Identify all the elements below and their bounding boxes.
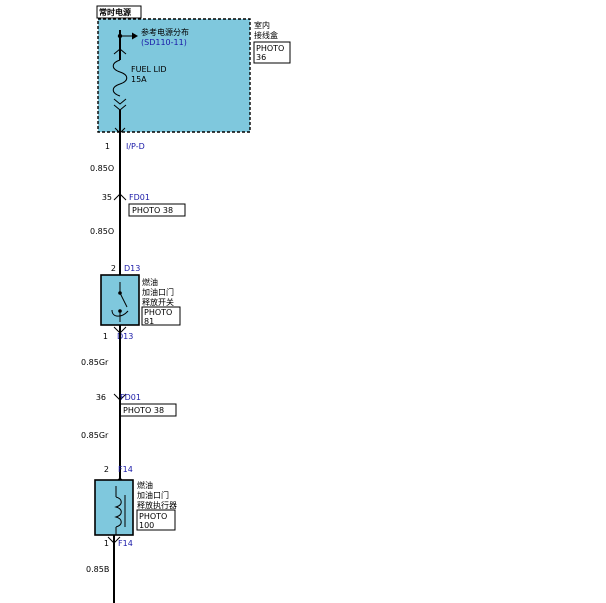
fuse-element-icon <box>112 59 128 97</box>
fuse: FUEL LID 15A <box>112 48 167 111</box>
reference-text: 参考电源分布 <box>141 27 189 37</box>
switch-bottom-connector: D13 <box>117 332 133 341</box>
reference-arrow[interactable]: 参考电源分布 (SD110-11) <box>117 27 189 47</box>
actuator-name-line1: 燃油 <box>137 480 153 490</box>
actuator-top-pin: 2 <box>104 465 109 474</box>
junction-box-name-line2: 接线盒 <box>254 30 278 40</box>
inline-connector-1-pin: 35 <box>102 193 112 202</box>
actuator-photo-label: PHOTO <box>139 512 167 521</box>
wire-spec-5: 0.85B <box>86 565 109 574</box>
junction-box-photo-label: PHOTO <box>256 44 284 53</box>
inline-connector-2-pin: 36 <box>96 393 106 402</box>
inline-connector-2-photo: PHOTO 38 <box>123 406 164 415</box>
junction-box: 室内 接线盒 PHOTO 36 参考电源分布 (SD110-11) FUEL L… <box>97 18 291 133</box>
switch-name-line1: 燃油 <box>142 277 158 287</box>
inline-connector-1-id: FD01 <box>129 193 150 202</box>
fuel-lid-switch: 2 D13 燃油 加油口门 释放开关 PHOTO 81 1 D13 <box>100 264 181 341</box>
wire-spec-1: 0.85O <box>90 164 114 173</box>
inline-connector-1-photo: PHOTO 38 <box>132 206 173 215</box>
actuator-name-line2: 加油口门 <box>137 490 169 500</box>
inline-connector-1-icon <box>113 193 127 201</box>
switch-photo-box <box>141 306 181 326</box>
inline-connector-fd01-36: 36 FD01 PHOTO 38 <box>96 393 177 417</box>
switch-return-icon <box>111 309 129 317</box>
power-source-label: 常时电源 <box>99 7 131 17</box>
actuator-coil-icon <box>114 496 122 528</box>
switch-bottom-pin: 1 <box>103 332 108 341</box>
inline-connector-1-photo-box <box>128 203 186 217</box>
switch-name-line3: 释放开关 <box>142 297 174 307</box>
actuator-photo-box <box>136 509 176 531</box>
fuse-rating: 15A <box>131 75 147 84</box>
fuse-chevron-top-icon <box>113 48 127 55</box>
actuator-body <box>94 479 134 536</box>
fuel-lid-actuator: 2 F14 燃油 加油口门 释放执行器 PHOTO 100 1 F14 <box>94 465 177 548</box>
actuator-bottom-pin: 1 <box>104 539 109 548</box>
switch-top-connector: D13 <box>124 264 140 273</box>
fuse-chevron-bottom-icon <box>113 98 127 105</box>
switch-contact-icon <box>119 292 128 308</box>
switch-photo-label: PHOTO <box>144 308 172 317</box>
actuator-photo-number: 100 <box>139 521 154 530</box>
actuator-name-line3: 释放执行器 <box>137 500 177 510</box>
fuse-name: FUEL LID <box>131 65 167 74</box>
power-source: 常时电源 <box>96 5 142 19</box>
connector-ipd-pin: 1 <box>105 142 110 151</box>
inline-connector-fd01-35: 35 FD01 PHOTO 38 <box>102 193 186 217</box>
switch-top-pin: 2 <box>111 264 116 273</box>
actuator-bottom-connector: F14 <box>118 539 133 548</box>
switch-name-line2: 加油口门 <box>142 287 174 297</box>
junction-box-photo-box <box>253 41 291 64</box>
inline-connector-2-id: FD01 <box>120 393 141 402</box>
actuator-top-connector: F14 <box>118 465 133 474</box>
connector-ipd-id: I/P-D <box>126 142 145 151</box>
switch-photo-number: 81 <box>144 317 154 326</box>
junction-box-name-line1: 室内 <box>254 20 270 30</box>
reference-code-link[interactable]: (SD110-11) <box>141 38 187 47</box>
junction-box-outline <box>97 18 251 133</box>
wire-spec-2: 0.85O <box>90 227 114 236</box>
wire-spec-4: 0.85Gr <box>81 431 109 440</box>
reference-arrow-icon <box>132 32 138 40</box>
junction-box-photo-number: 36 <box>256 53 266 62</box>
wire-spec-3: 0.85Gr <box>81 358 109 367</box>
